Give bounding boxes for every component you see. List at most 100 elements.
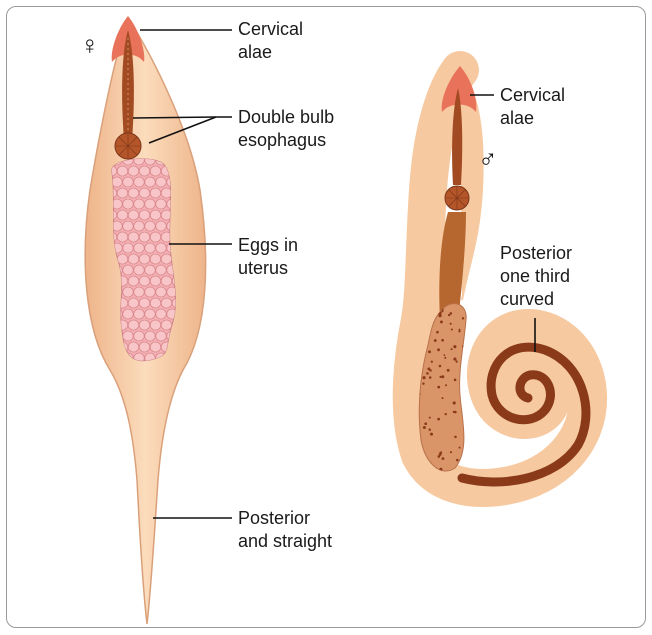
egg <box>134 199 145 209</box>
testis-dot <box>451 328 453 330</box>
egg <box>117 232 128 242</box>
male-symbol: ♂ <box>478 146 498 172</box>
egg <box>123 309 134 319</box>
testis-dot <box>422 382 424 384</box>
testis-dot <box>445 413 447 415</box>
testis-dot <box>456 459 459 462</box>
egg <box>150 320 161 330</box>
egg <box>139 232 150 242</box>
testis-dot <box>453 401 456 404</box>
egg <box>156 309 167 319</box>
egg <box>128 254 139 264</box>
egg <box>128 210 139 220</box>
egg <box>123 243 134 253</box>
testis-dot <box>437 386 440 389</box>
egg <box>150 254 161 264</box>
testis-dot <box>454 379 457 382</box>
testis-dot <box>455 360 457 362</box>
testis-dot <box>429 417 431 419</box>
egg <box>134 309 145 319</box>
egg <box>128 320 139 330</box>
egg <box>156 331 167 341</box>
egg <box>117 210 128 220</box>
egg <box>145 265 156 275</box>
egg <box>123 199 134 209</box>
testis-dot <box>441 310 443 312</box>
egg <box>139 320 150 330</box>
testis-dot <box>428 367 430 369</box>
testis-dot <box>445 384 447 386</box>
egg <box>134 265 145 275</box>
testis-dot <box>453 411 455 413</box>
egg <box>161 320 172 330</box>
testis-dot <box>423 426 426 429</box>
testis-dot <box>462 404 464 406</box>
female-symbol: ♀ <box>80 32 100 58</box>
testis-dot <box>453 345 456 348</box>
leader-esophagus <box>133 117 232 118</box>
egg <box>123 265 134 275</box>
egg <box>128 276 139 286</box>
testis-dot <box>434 339 437 342</box>
egg <box>139 210 150 220</box>
testis-dot <box>464 439 466 441</box>
testis-dot <box>465 389 467 391</box>
egg <box>145 331 156 341</box>
egg <box>134 287 145 297</box>
egg <box>145 199 156 209</box>
egg <box>139 166 150 176</box>
egg <box>156 287 167 297</box>
egg <box>128 166 139 176</box>
egg <box>128 298 139 308</box>
testis-dot <box>461 381 463 383</box>
testis-dot <box>447 369 450 372</box>
testis-dot <box>438 455 441 458</box>
egg <box>145 287 156 297</box>
testis-dot <box>437 418 440 421</box>
egg <box>123 221 134 231</box>
testis-dot <box>429 369 432 372</box>
testis-dot <box>442 457 445 460</box>
testis-dot <box>462 317 464 319</box>
testis-dot <box>462 391 464 393</box>
label-double-bulb-esophagus: Double bulbesophagus <box>238 106 334 152</box>
egg <box>150 298 161 308</box>
testis-dot <box>459 447 461 449</box>
egg <box>134 331 145 341</box>
egg <box>117 188 128 198</box>
testis-dot <box>431 361 433 363</box>
egg <box>150 188 161 198</box>
testis-dot <box>439 365 442 368</box>
testis-dot <box>442 397 444 399</box>
testis-dot <box>453 358 456 361</box>
egg <box>161 188 172 198</box>
testis-dot <box>440 320 443 323</box>
testis-dot <box>428 350 431 353</box>
testis-dot <box>444 357 446 359</box>
testis-dot <box>467 414 469 416</box>
testis-dot <box>465 461 468 464</box>
egg <box>150 210 161 220</box>
egg <box>117 254 128 264</box>
egg <box>123 287 134 297</box>
egg <box>150 342 161 352</box>
testis-dot <box>465 356 467 358</box>
egg <box>134 221 145 231</box>
egg <box>128 232 139 242</box>
testis-dot <box>422 376 425 379</box>
egg <box>161 254 172 264</box>
egg <box>123 331 134 341</box>
testis-dot <box>424 422 427 425</box>
egg <box>156 177 167 187</box>
egg <box>139 254 150 264</box>
egg <box>139 276 150 286</box>
testis-dot <box>426 372 429 375</box>
egg <box>161 276 172 286</box>
egg <box>156 221 167 231</box>
egg <box>156 199 167 209</box>
testis-dot <box>439 376 441 378</box>
egg <box>128 342 139 352</box>
